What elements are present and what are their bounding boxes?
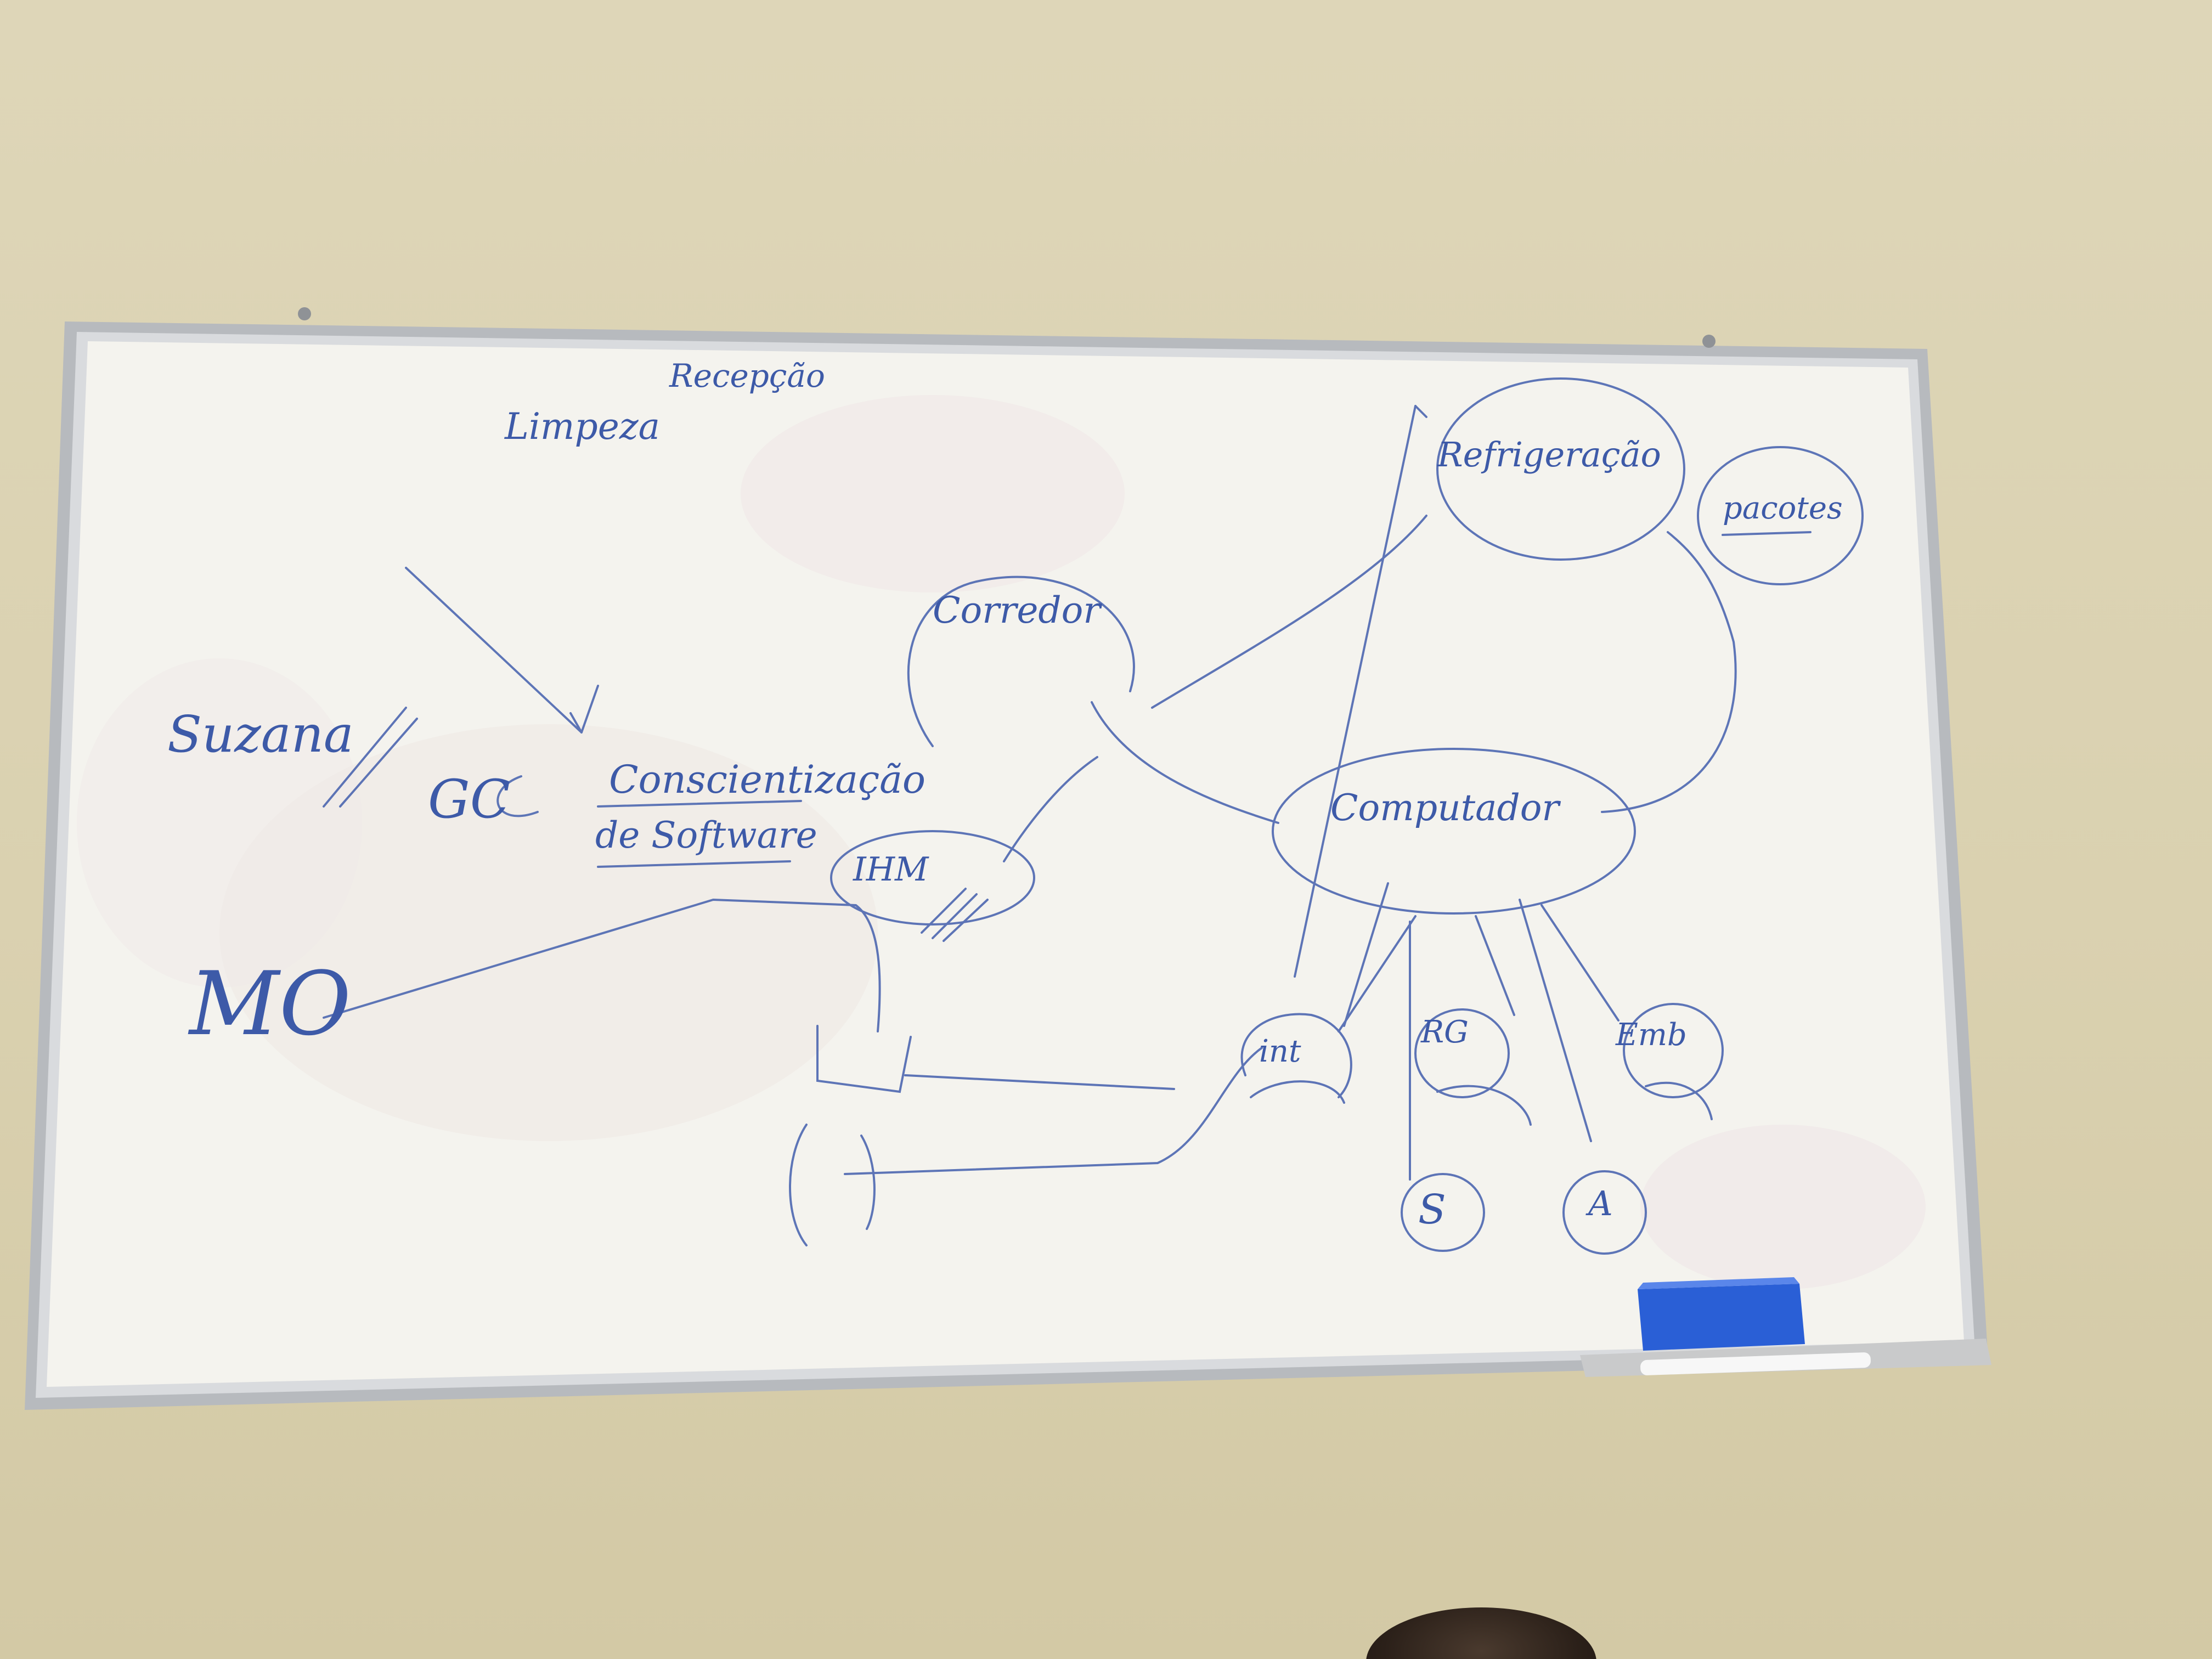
label-recepcao: Recepção — [669, 357, 825, 394]
label-refrigeracao: Refrigeração — [1437, 435, 1661, 475]
smudge — [77, 658, 362, 988]
label-conscientizacao: Conscientização — [609, 757, 926, 802]
label-limpeza: Limpeza — [504, 405, 660, 448]
label-pacotes: pacotes — [1723, 490, 1843, 526]
label-emb: Emb — [1615, 1017, 1687, 1053]
label-rg: RG — [1420, 1014, 1469, 1050]
marker-strokes — [323, 377, 1864, 1255]
label-mo: MO — [188, 952, 351, 1055]
screw — [298, 307, 311, 320]
label-computador: Computador — [1330, 787, 1561, 829]
smudge — [741, 395, 1125, 592]
smudge — [219, 724, 878, 1141]
label-corredor: Corredor — [933, 589, 1102, 631]
eraser — [1638, 1277, 1805, 1351]
label-suzana: Suzana — [167, 705, 354, 764]
marker — [1640, 1352, 1871, 1375]
label-s: S — [1418, 1186, 1446, 1233]
label-de-software: de Software — [595, 814, 817, 856]
label-gc: GC — [428, 769, 510, 830]
label-int: int — [1259, 1034, 1301, 1069]
smudge — [1640, 1125, 1926, 1289]
screw — [1702, 335, 1716, 348]
label-ihm: IHM — [853, 850, 929, 889]
label-a: A — [1585, 1183, 1613, 1223]
